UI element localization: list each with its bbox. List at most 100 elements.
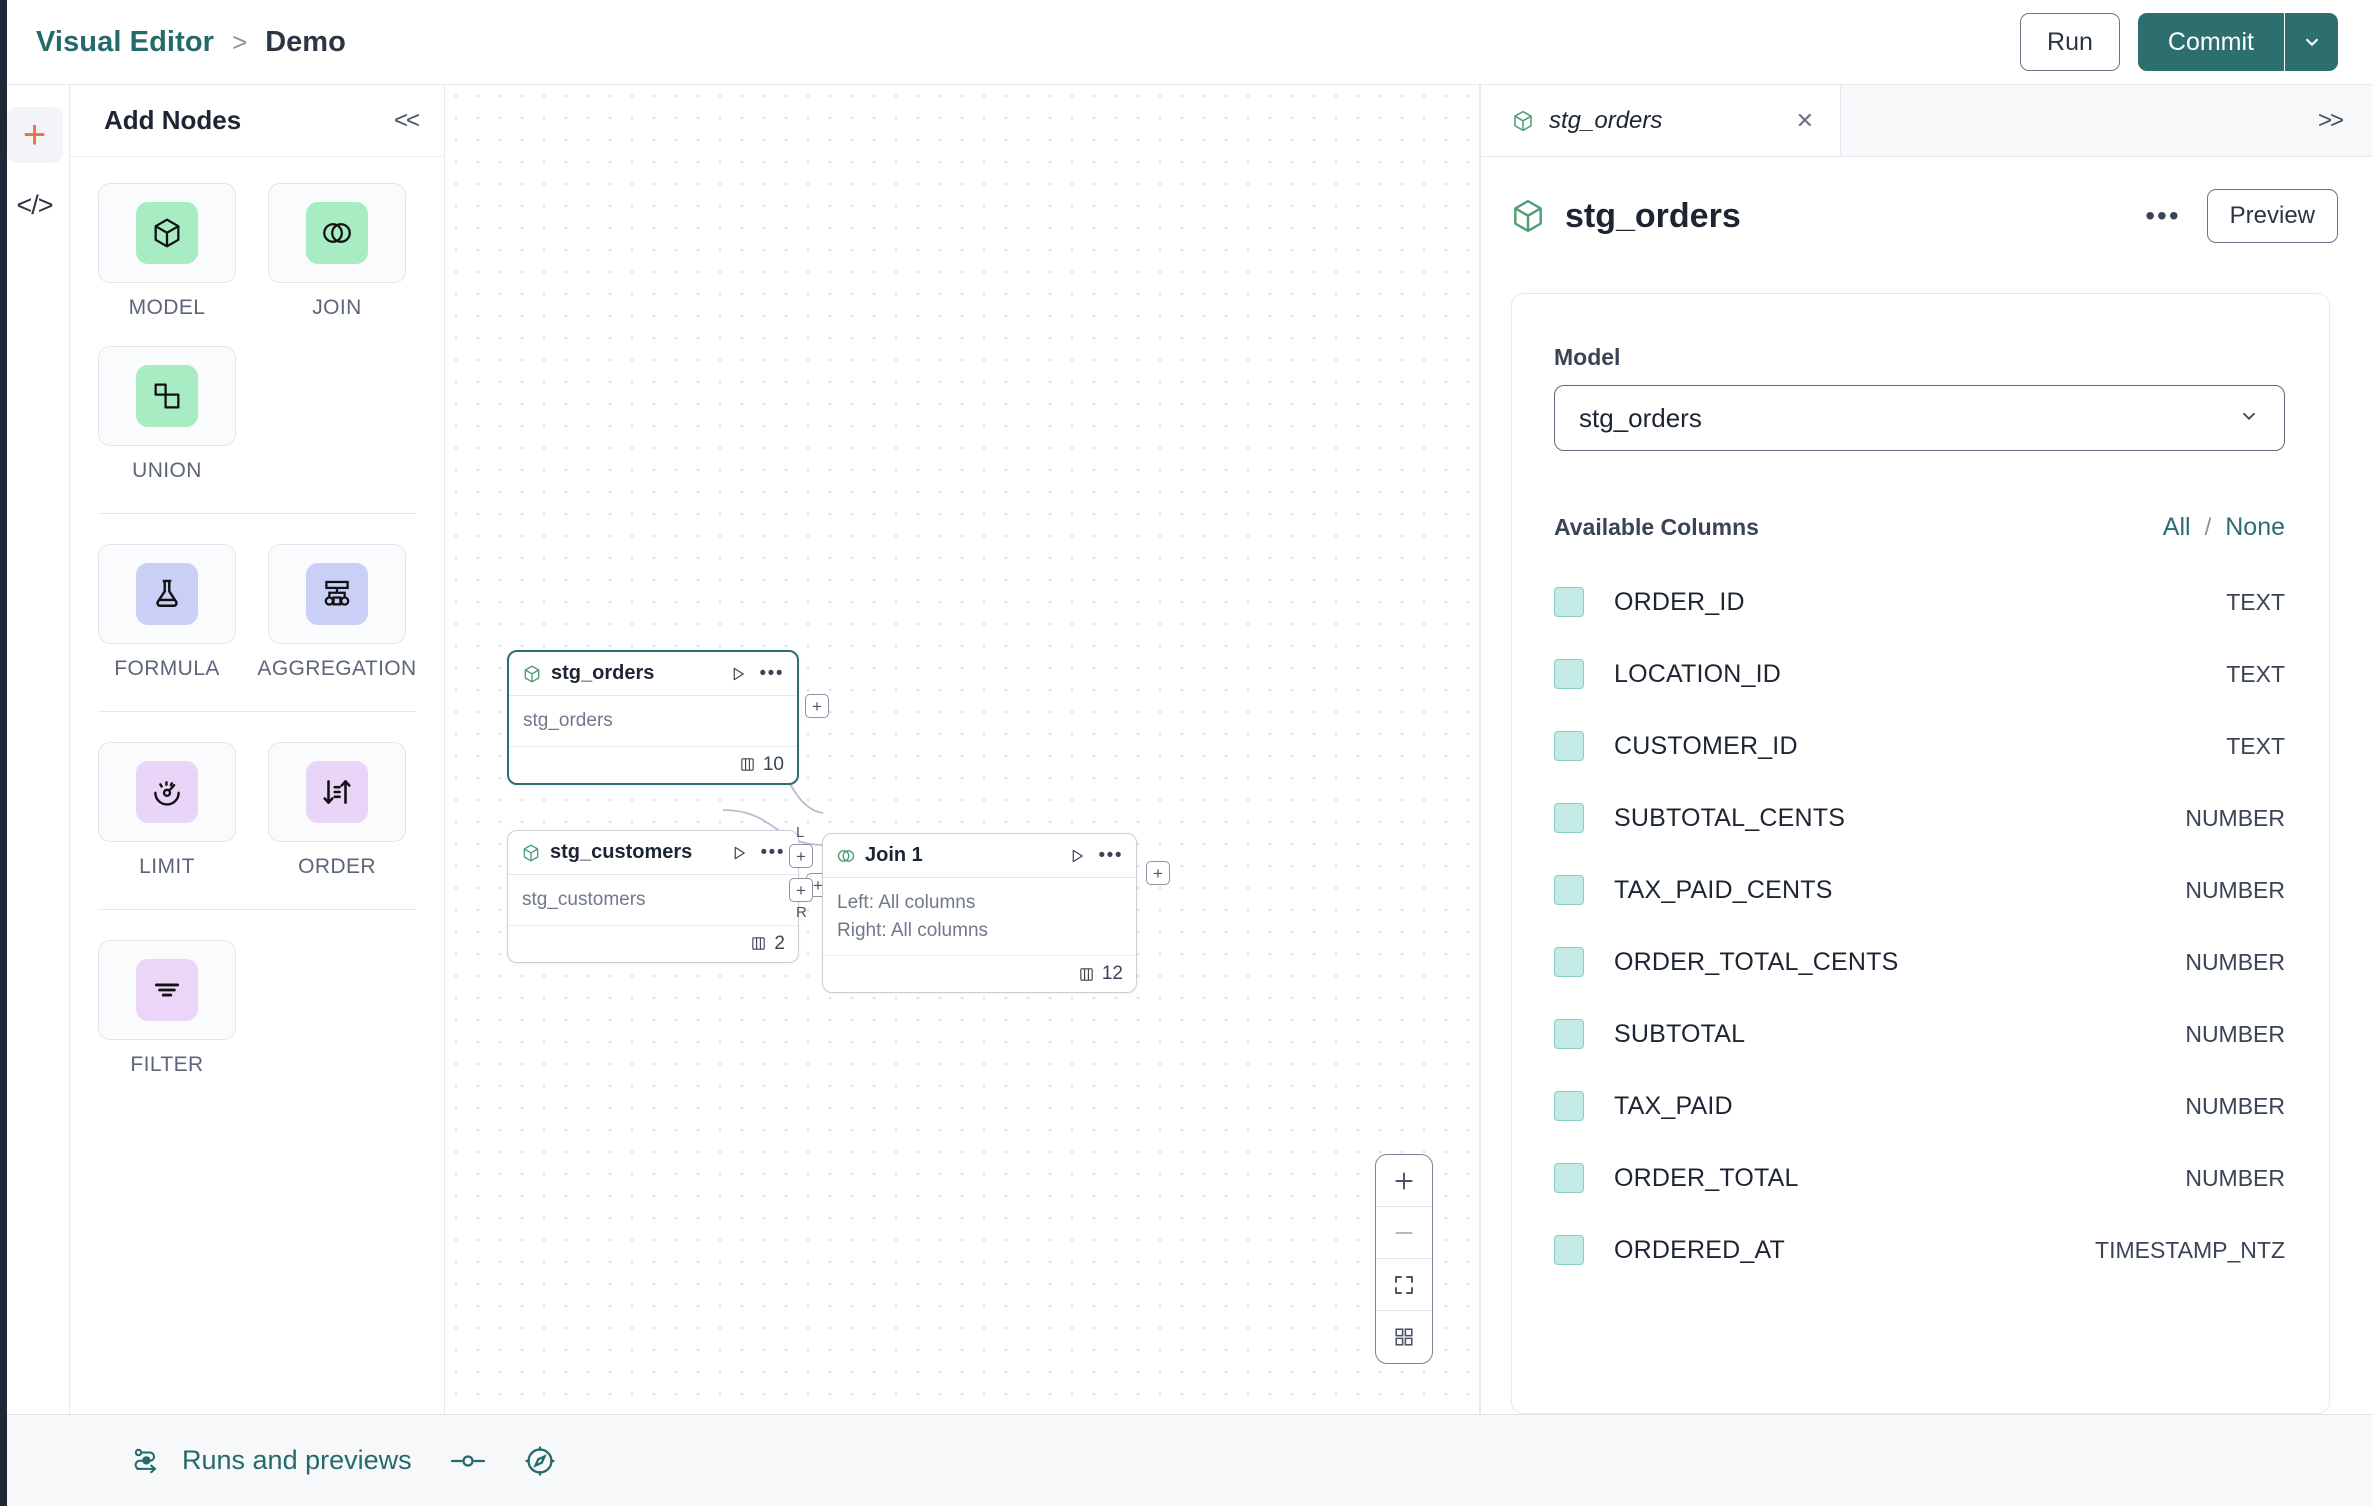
column-checkbox[interactable]: [1554, 1019, 1584, 1049]
flow-canvas[interactable]: stg_orders ••• stg_orders 10 +: [445, 85, 1480, 1414]
column-row[interactable]: ORDER_ID TEXT: [1554, 566, 2285, 638]
column-checkbox[interactable]: [1554, 947, 1584, 977]
ellipsis-icon[interactable]: •••: [760, 664, 784, 683]
column-type: TEXT: [2226, 661, 2285, 688]
column-name: SUBTOTAL: [1614, 1020, 1745, 1049]
details-tabs: stg_orders ✕ >>: [1481, 85, 2372, 157]
zoom-in-icon: [1391, 1168, 1417, 1194]
breadcrumb-current: Demo: [265, 26, 346, 59]
node-palette-item-aggregation[interactable]: AGGREGATION: [268, 544, 406, 681]
node-palette-item-model[interactable]: MODEL: [98, 183, 236, 320]
flow-node-subtitle-left: Left: All columns: [837, 889, 1122, 917]
rail-add-node-button[interactable]: +: [7, 107, 63, 163]
minimap-button[interactable]: [1376, 1311, 1432, 1363]
column-type: TEXT: [2226, 589, 2285, 616]
breadcrumb-separator-icon: >: [232, 27, 247, 58]
input-port-left-add[interactable]: +: [789, 844, 813, 868]
select-none-link[interactable]: None: [2225, 513, 2285, 542]
runs-and-previews-button[interactable]: Runs and previews: [130, 1445, 412, 1476]
column-row[interactable]: TAX_PAID NUMBER: [1554, 1070, 2285, 1142]
filter-lines-icon: [136, 959, 198, 1021]
column-row[interactable]: SUBTOTAL_CENTS NUMBER: [1554, 782, 2285, 854]
flow-node-footer: 2: [508, 926, 798, 962]
details-panel: stg_orders ✕ >> stg_orders ••• Preview M…: [1480, 85, 2372, 1414]
flow-node-title: stg_customers: [550, 841, 692, 864]
node-palette-item-filter[interactable]: FILTER: [98, 940, 236, 1077]
column-checkbox[interactable]: [1554, 1163, 1584, 1193]
node-group-sources: MODEL JOIN: [70, 183, 444, 483]
run-button[interactable]: Run: [2020, 13, 2120, 71]
column-type: TIMESTAMP_NTZ: [2095, 1237, 2285, 1264]
chevron-double-right-icon[interactable]: >>: [2318, 107, 2342, 135]
close-icon[interactable]: ✕: [1756, 108, 1814, 134]
column-checkbox[interactable]: [1554, 587, 1584, 617]
column-row[interactable]: CUSTOMER_ID TEXT: [1554, 710, 2285, 782]
play-icon[interactable]: [1068, 847, 1086, 865]
add-nodes-panel: Add Nodes << MODEL: [70, 85, 445, 1414]
chevron-down-icon: [2301, 31, 2323, 53]
ellipsis-icon[interactable]: •••: [1099, 846, 1123, 865]
output-port-add[interactable]: +: [1146, 861, 1170, 885]
commit-button[interactable]: Commit: [2138, 13, 2284, 71]
column-checkbox[interactable]: [1554, 1091, 1584, 1121]
node-palette-label: FILTER: [130, 1053, 203, 1077]
compass-button[interactable]: [524, 1445, 556, 1477]
column-checkbox[interactable]: [1554, 659, 1584, 689]
input-port-right-add[interactable]: +: [789, 878, 813, 902]
toggle-button[interactable]: [448, 1449, 488, 1473]
column-row[interactable]: ORDER_TOTAL_CENTS NUMBER: [1554, 926, 2285, 998]
flow-node-subtitle: stg_orders: [523, 707, 783, 735]
model-select[interactable]: stg_orders: [1554, 385, 2285, 451]
chevron-double-left-icon[interactable]: <<: [394, 107, 418, 135]
flow-node-join-1[interactable]: Join 1 ••• Left: All columns Right: All …: [822, 833, 1137, 993]
play-icon[interactable]: [730, 844, 748, 862]
column-name: ORDER_ID: [1614, 588, 1745, 617]
select-all-link[interactable]: All: [2163, 513, 2191, 542]
flow-node-column-count: 2: [774, 933, 785, 955]
ellipsis-icon[interactable]: •••: [761, 843, 785, 862]
node-palette-item-formula[interactable]: FORMULA: [98, 544, 236, 681]
play-icon[interactable]: [729, 665, 747, 683]
add-nodes-header: Add Nodes <<: [70, 85, 444, 157]
column-row[interactable]: TAX_PAID_CENTS NUMBER: [1554, 854, 2285, 926]
flow-node-subtitle: stg_customers: [522, 886, 784, 914]
union-shapes-icon: [136, 365, 198, 427]
window-left-edge: [0, 0, 7, 1506]
output-port-add[interactable]: +: [805, 694, 829, 718]
node-palette-label: MODEL: [129, 296, 206, 320]
rail-code-button[interactable]: </>: [7, 177, 63, 233]
node-palette-item-limit[interactable]: LIMIT: [98, 742, 236, 879]
flow-node-body: stg_customers: [508, 875, 798, 926]
column-name: ORDER_TOTAL_CENTS: [1614, 948, 1898, 977]
flow-node-stg-customers[interactable]: stg_customers ••• stg_customers 2 +: [507, 830, 799, 963]
zoom-in-button[interactable]: [1376, 1155, 1432, 1207]
column-row[interactable]: LOCATION_ID TEXT: [1554, 638, 2285, 710]
fit-view-button[interactable]: [1376, 1259, 1432, 1311]
node-palette-label: FORMULA: [114, 657, 219, 681]
column-checkbox[interactable]: [1554, 731, 1584, 761]
node-palette-label: ORDER: [298, 855, 376, 879]
column-row[interactable]: ORDERED_AT TIMESTAMP_NTZ: [1554, 1214, 2285, 1286]
node-palette-item-union[interactable]: UNION: [98, 346, 236, 483]
column-checkbox[interactable]: [1554, 1235, 1584, 1265]
zoom-out-icon: [1391, 1220, 1417, 1246]
zoom-out-button[interactable]: [1376, 1207, 1432, 1259]
commit-dropdown-button[interactable]: [2284, 13, 2338, 71]
tab-stg-orders[interactable]: stg_orders ✕: [1481, 85, 1841, 156]
columns-icon: [750, 935, 767, 952]
node-palette-item-order[interactable]: ORDER: [268, 742, 406, 879]
ellipsis-icon[interactable]: •••: [2145, 202, 2180, 230]
node-palette-item-join[interactable]: JOIN: [268, 183, 406, 320]
flow-node-stg-orders[interactable]: stg_orders ••• stg_orders 10 +: [507, 650, 799, 785]
column-checkbox[interactable]: [1554, 875, 1584, 905]
select-divider: /: [2205, 514, 2212, 542]
breadcrumb-root-link[interactable]: Visual Editor: [36, 26, 214, 59]
flow-node-header: stg_orders •••: [509, 652, 797, 696]
column-row[interactable]: ORDER_TOTAL NUMBER: [1554, 1142, 2285, 1214]
column-checkbox[interactable]: [1554, 803, 1584, 833]
cube-icon: [1511, 109, 1535, 133]
column-row[interactable]: SUBTOTAL NUMBER: [1554, 998, 2285, 1070]
node-palette-label: LIMIT: [139, 855, 195, 879]
preview-button[interactable]: Preview: [2207, 189, 2338, 243]
